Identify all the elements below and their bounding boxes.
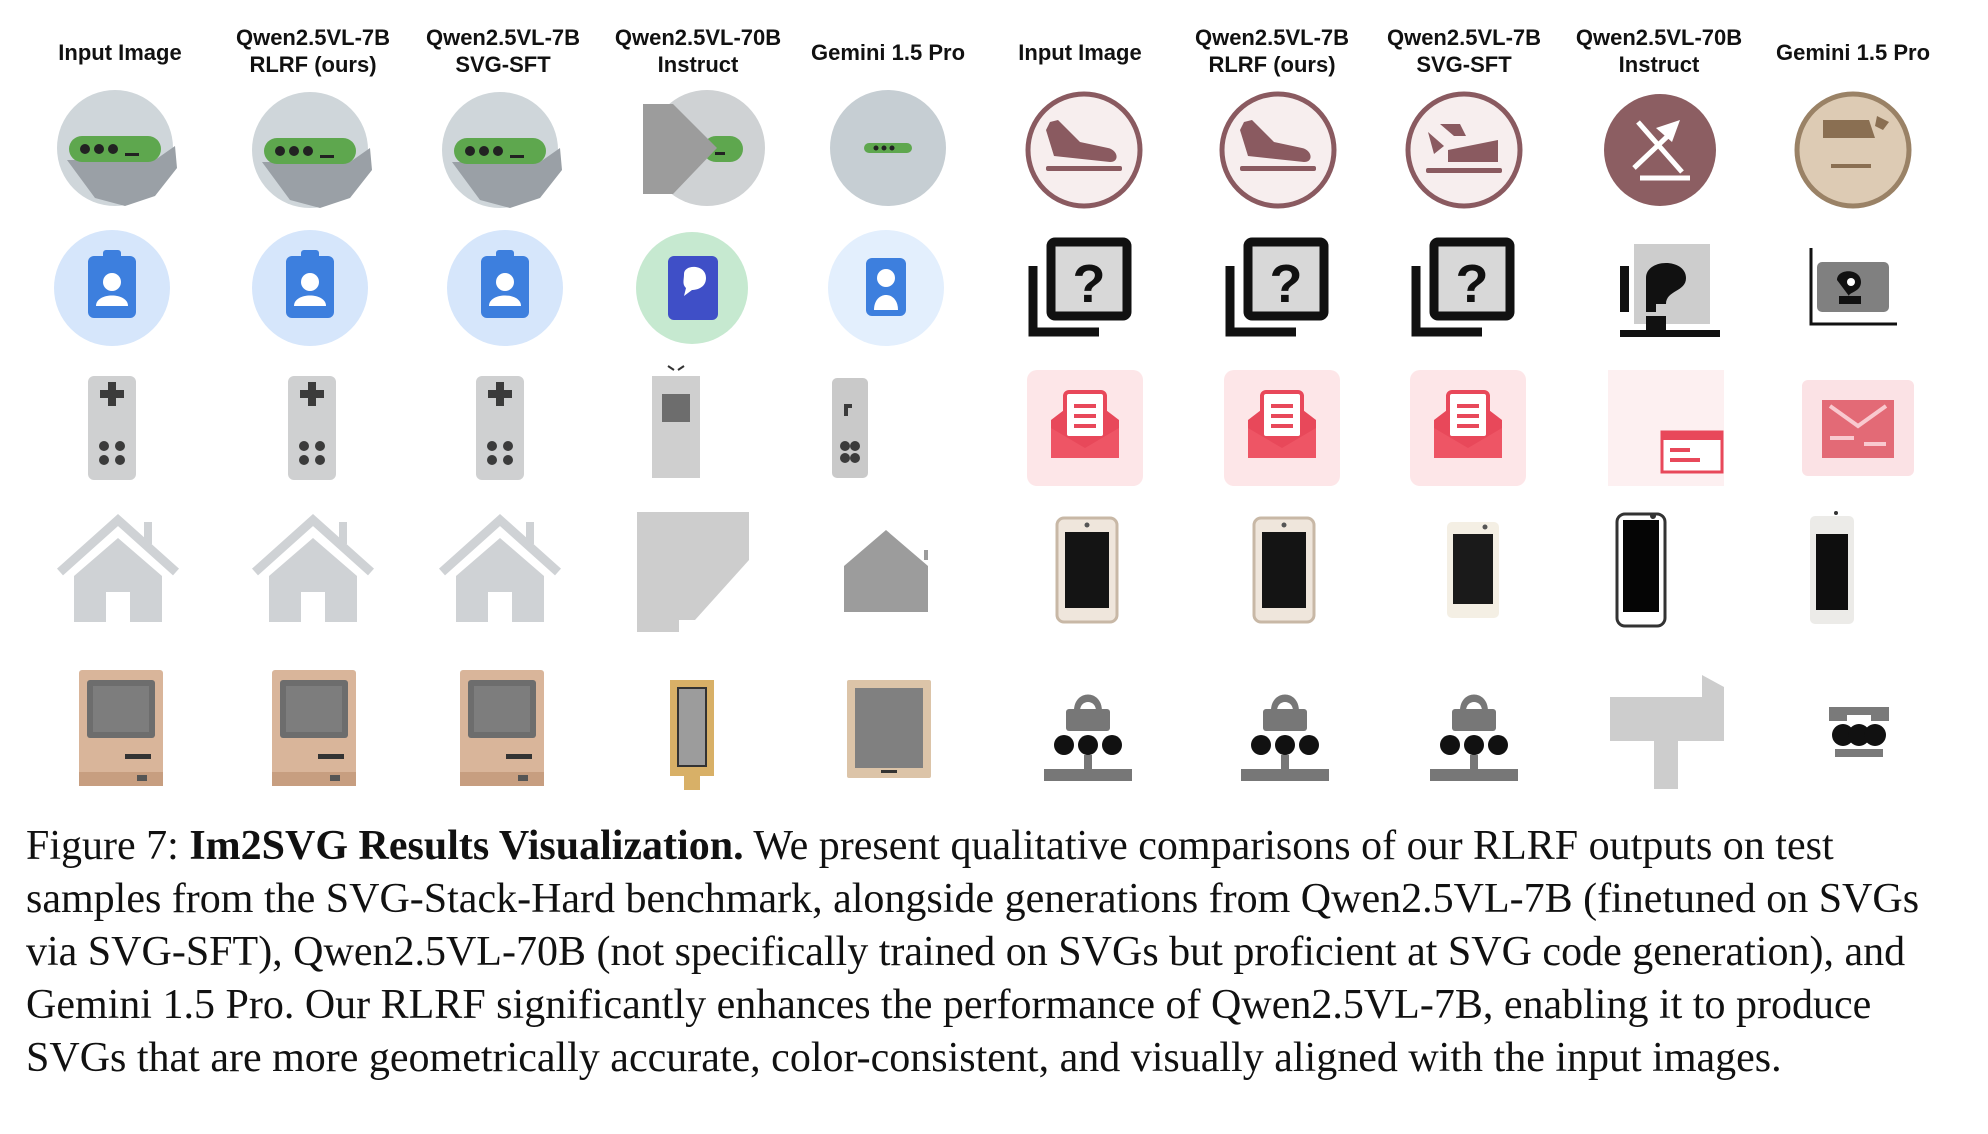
retro-computer-icon <box>670 680 714 790</box>
header-line: Qwen2.5VL-70B <box>615 25 781 50</box>
caption-label: Figure 7: <box>26 823 190 869</box>
header-line: RLRF (ours) <box>1208 52 1335 77</box>
smartphone-icon <box>1810 511 1854 624</box>
airplane-landing-icon <box>1028 94 1140 206</box>
airplane-landing-icon <box>1405 91 1523 209</box>
figure-caption: Figure 7: Im2SVG Results Visualization. … <box>26 820 1966 1085</box>
mail-open-icon <box>1222 368 1342 488</box>
header-line: Input Image <box>1018 40 1141 65</box>
password-badge-icon <box>643 90 765 206</box>
smartphone-icon <box>1615 512 1667 628</box>
header-col-6: Input Image <box>1018 40 1141 65</box>
network-lock-icon <box>1241 694 1329 781</box>
header-col-10: Gemini 1.5 Pro <box>1776 40 1930 65</box>
airplane-landing-icon <box>1222 94 1334 206</box>
retro-computer-icon <box>272 670 356 786</box>
header-col-1: Input Image <box>58 40 181 65</box>
password-badge-icon <box>252 92 372 208</box>
caption-body: We present qualitative comparisons of ou… <box>26 823 1920 1081</box>
retro-computer-icon <box>79 670 163 786</box>
game-controller-icon <box>652 365 700 478</box>
row-1 <box>57 90 1912 209</box>
header-line: Qwen2.5VL-7B <box>1195 25 1349 50</box>
airplane-landing-icon <box>1794 91 1912 209</box>
header-line: Instruct <box>658 52 739 77</box>
header-line: Qwen2.5VL-7B <box>1387 25 1541 50</box>
network-lock-icon <box>1829 707 1889 757</box>
header-line: Gemini 1.5 Pro <box>1776 40 1930 65</box>
header-line: Gemini 1.5 Pro <box>811 40 965 65</box>
header-line: Instruct <box>1619 52 1700 77</box>
network-lock-icon <box>1610 675 1724 789</box>
mail-open-icon <box>1408 368 1528 488</box>
figure-grid: ? <box>54 25 1930 790</box>
smartphone-icon <box>1252 516 1316 624</box>
smartphone-icon <box>1447 522 1499 618</box>
contact-card-icon <box>252 230 368 346</box>
header-line: SVG-SFT <box>455 52 551 77</box>
header-line: SVG-SFT <box>1416 52 1512 77</box>
mail-open-icon <box>1802 380 1914 476</box>
mail-open-icon <box>1025 368 1145 488</box>
contact-card-icon <box>447 230 563 346</box>
house-icon <box>255 520 371 622</box>
house-icon <box>844 530 928 612</box>
smartphone-icon <box>1055 516 1119 624</box>
game-controller-icon <box>832 378 868 478</box>
row-2 <box>54 230 1897 346</box>
row-3 <box>88 365 1914 488</box>
network-lock-icon <box>1044 694 1132 781</box>
game-controller-icon <box>88 376 136 480</box>
header-line: Input Image <box>58 40 181 65</box>
game-controller-icon <box>288 376 336 480</box>
help-copy-icon <box>1809 248 1897 326</box>
row-4 <box>60 511 1854 632</box>
house-icon <box>60 520 176 622</box>
help-copy-icon <box>1230 242 1324 332</box>
header-col-5: Gemini 1.5 Pro <box>811 40 965 65</box>
help-copy-icon <box>1416 242 1510 332</box>
header-line: Qwen2.5VL-7B <box>236 25 390 50</box>
password-badge-icon <box>442 92 562 208</box>
password-badge-icon <box>830 90 946 206</box>
help-copy-icon <box>1033 242 1127 332</box>
house-icon <box>637 512 749 632</box>
network-lock-icon <box>1430 694 1518 781</box>
header-line: Qwen2.5VL-70B <box>1576 25 1742 50</box>
retro-computer-icon <box>460 670 544 786</box>
header-line: Qwen2.5VL-7B <box>426 25 580 50</box>
airplane-landing-icon <box>1604 94 1716 206</box>
house-icon <box>442 520 558 622</box>
caption-title: Im2SVG Results Visualization. <box>189 823 744 869</box>
contact-card-icon <box>636 232 748 344</box>
header-line: RLRF (ours) <box>249 52 376 77</box>
retro-computer-icon <box>847 680 931 778</box>
password-badge-icon <box>57 90 177 206</box>
game-controller-icon <box>476 376 524 480</box>
contact-card-icon <box>54 230 170 346</box>
help-copy-icon <box>1620 244 1720 337</box>
mail-open-icon <box>1608 370 1724 486</box>
contact-card-icon <box>828 230 944 346</box>
row-5 <box>79 670 1889 790</box>
